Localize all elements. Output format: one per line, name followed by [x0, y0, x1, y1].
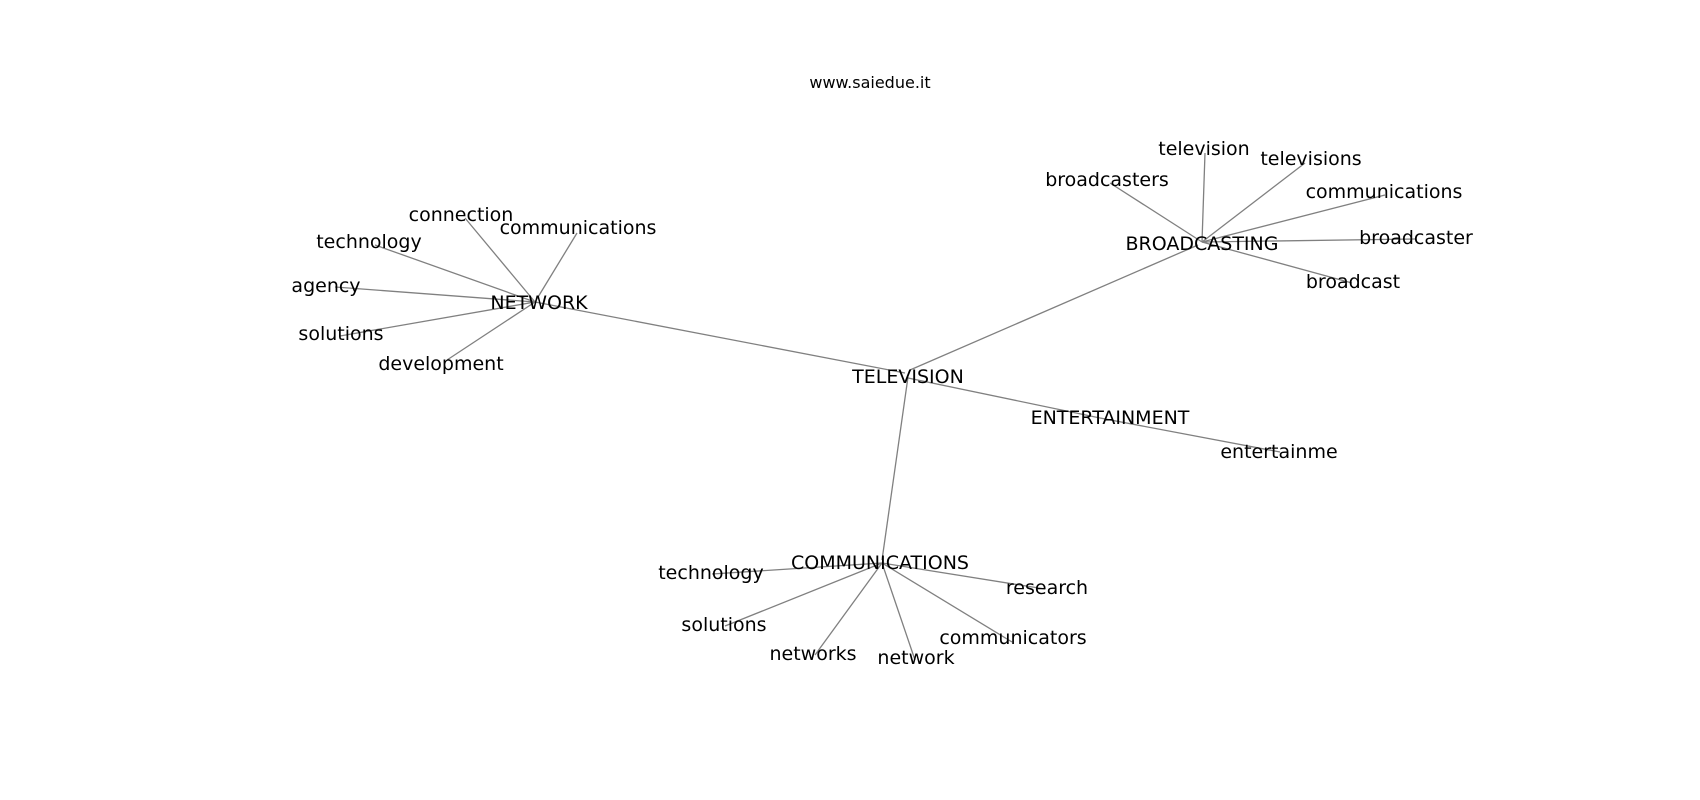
edge-broadcasting-broadcasters — [1109, 182, 1203, 243]
edge-broadcasting-televisions — [1201, 162, 1306, 243]
edge-network-connection — [464, 217, 536, 303]
edge-network-agency — [334, 286, 536, 303]
edge-broadcasting-television — [1201, 152, 1206, 243]
node-network-agency[interactable]: agency — [291, 275, 360, 297]
edge-communications-communicators — [881, 562, 1013, 643]
edge-entertainment-entertainme — [1099, 417, 1281, 453]
node-communications[interactable]: COMMUNICATIONS — [791, 552, 969, 574]
node-network-communications[interactable]: communications — [500, 217, 657, 239]
node-broadcasting-communications[interactable]: communications — [1306, 181, 1463, 203]
edge-communications-technology — [711, 562, 883, 575]
site-title: www.saiedue.it — [809, 73, 930, 92]
edge-communications-solutions — [724, 562, 883, 627]
node-broadcasting[interactable]: BROADCASTING — [1126, 233, 1279, 255]
node-entertainment[interactable]: ENTERTAINMENT — [1031, 407, 1190, 429]
node-network-development[interactable]: development — [378, 353, 503, 375]
edge-communications-network — [881, 562, 916, 661]
node-communications-network[interactable]: network — [877, 647, 954, 669]
edge-television-communications — [881, 376, 909, 561]
node-broadcasting-broadcast[interactable]: broadcast — [1306, 271, 1400, 293]
node-entertainment-entertainme[interactable]: entertainme — [1220, 441, 1337, 463]
node-network-connection[interactable]: connection — [409, 204, 514, 226]
node-network-technology[interactable]: technology — [316, 231, 422, 253]
node-labels: TELEVISION NETWORK BROADCASTING ENTERTAI… — [291, 138, 1473, 669]
edges — [334, 152, 1416, 661]
node-communications-communicators[interactable]: communicators — [939, 627, 1086, 649]
edge-communications-networks — [814, 562, 883, 656]
edge-television-entertainment — [907, 377, 1101, 419]
edge-television-broadcasting — [909, 244, 1199, 371]
node-communications-networks[interactable]: networks — [769, 643, 856, 665]
node-communications-technology[interactable]: technology — [658, 562, 764, 584]
edge-broadcasting-communications — [1201, 194, 1386, 243]
edge-network-communications — [534, 232, 578, 303]
node-broadcasting-broadcasters[interactable]: broadcasters — [1045, 169, 1169, 191]
edge-network-solutions — [339, 301, 536, 337]
node-broadcasting-televisions[interactable]: televisions — [1260, 148, 1361, 170]
edge-network-technology — [374, 244, 536, 303]
node-broadcasting-broadcaster[interactable]: broadcaster — [1359, 227, 1473, 249]
edge-network-development — [446, 301, 536, 361]
edge-communications-research — [881, 562, 1046, 590]
node-communications-research[interactable]: research — [1006, 577, 1088, 599]
edge-broadcasting-broadcaster — [1201, 238, 1416, 243]
edge-broadcasting-broadcast — [1201, 241, 1353, 284]
node-network-solutions[interactable]: solutions — [298, 323, 383, 345]
node-network[interactable]: NETWORK — [490, 292, 588, 314]
edge-television-network — [534, 301, 906, 374]
node-communications-solutions[interactable]: solutions — [681, 614, 766, 636]
node-broadcasting-television[interactable]: television — [1158, 138, 1249, 160]
node-television[interactable]: TELEVISION — [851, 366, 964, 388]
